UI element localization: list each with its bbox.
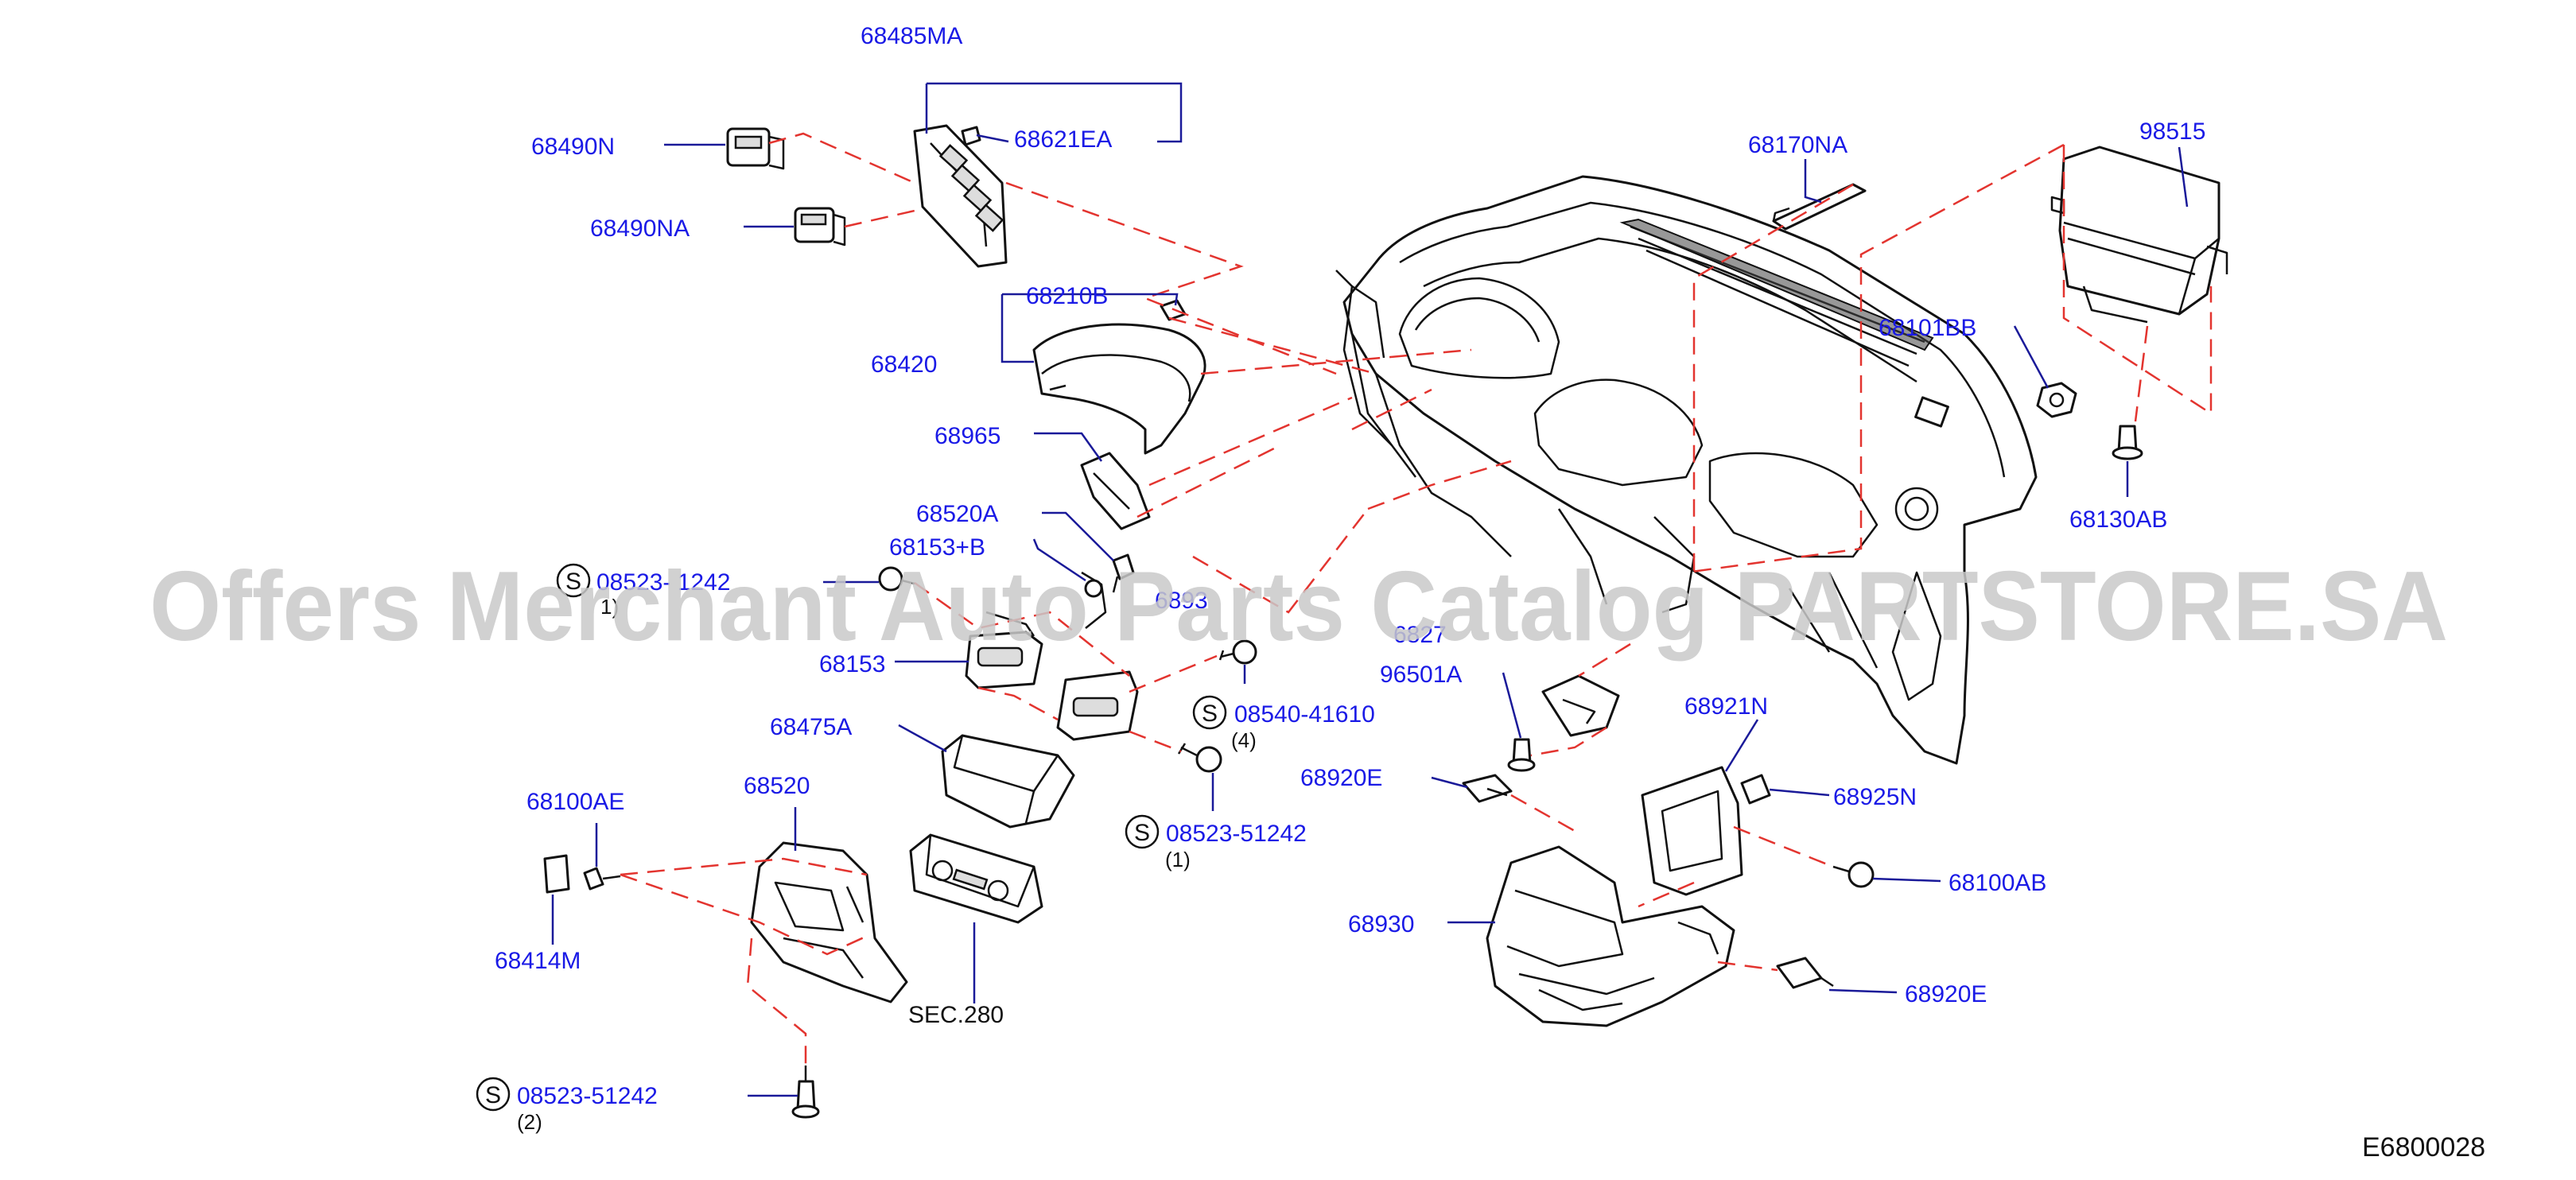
switch-bezel-drawing [913,124,1008,268]
part-label[interactable]: 68921N [1684,693,1768,720]
unit-98515-drawing [2050,146,2228,324]
part-label[interactable]: 68414M [495,948,581,974]
audio-unit-drawing [909,833,1043,924]
part-label[interactable]: 68621EA [1014,126,1112,153]
part-label[interactable]: 68100AB [1949,870,2046,896]
switch-68490NA-drawing [794,207,846,246]
svg-text:S: S [485,1082,501,1108]
part-label[interactable]: 96501A [1380,662,1462,688]
part-label[interactable]: 68475A [770,714,852,740]
part-label[interactable]: 68485MA [861,23,962,49]
quantity-note: 1) [600,595,619,619]
part-label[interactable]: 68920E [1300,765,1382,791]
center-cluster-drawing [750,841,908,1003]
part-label[interactable]: 68100AE [526,789,624,815]
lower-finisher-68930-drawing [1486,845,1735,1027]
diagram-code: E6800028 [2362,1132,2485,1163]
s-symbol: S [1192,695,1227,730]
part-label[interactable]: 68130AB [2069,507,2167,533]
fastener-68920E-a-drawing [1462,774,1513,803]
part-label[interactable]: 08540-41610 [1234,701,1375,728]
part-label[interactable]: 08523-51242 [1166,821,1307,847]
part-label[interactable]: 68420 [871,351,937,378]
screw-08523-1242-drawing [878,566,915,592]
part-label[interactable]: 68925N [1833,784,1917,810]
part-labels: 68485MA 68490N 68621EA 68490NA 68210B 68… [495,23,2205,1134]
screw-08540-drawing [1218,639,1257,665]
part-label[interactable]: 68170NA [1748,132,1847,158]
part-label[interactable]: 68210B [1026,283,1108,309]
svg-text:S: S [1202,701,1218,727]
part-label[interactable]: 68965 [934,423,1000,449]
bracket-68170NA-drawing [1772,183,1867,231]
quantity-note: (4) [1231,728,1257,752]
nut-68101BB-drawing [2036,382,2077,418]
screw-68130AB-drawing [2112,425,2143,460]
part-label[interactable]: 08523- 1242 [596,569,731,596]
part-label[interactable]: 6893 [1155,588,1208,614]
screw-96501A-drawing [1507,738,1536,772]
meter-hood-drawing [1032,323,1206,455]
screw-68100AB-drawing [1832,861,1875,888]
s-symbol: S [476,1077,511,1112]
watermark: Offers Merchant Auto Parts Catalog PARTS… [150,552,2448,662]
cover-68965-drawing [1080,452,1151,530]
bracket-68153-drawing [965,611,1043,689]
part-label[interactable]: 68153 [819,651,885,677]
clip-68925N-drawing [1740,774,1771,805]
part-label[interactable]: 68490N [531,134,615,160]
assembly-dashed-lines [620,132,2213,1065]
quantity-note: (2) [517,1110,542,1134]
pocket-68475A-drawing [941,734,1075,829]
bracket-6827x-drawing [1541,674,1620,737]
standard-part-symbols: S S S S [476,563,1227,1112]
fastener-68920E-b-drawing [1776,957,1834,989]
screw-68100AE-drawing [583,867,621,891]
part-label[interactable]: 08523-51242 [517,1083,658,1109]
part-label[interactable]: 68520A [916,501,998,527]
svg-text:S: S [1134,820,1150,846]
screw-08523-51242-b-drawing [1177,743,1222,773]
s-symbol: S [1125,814,1160,849]
screw-08523-51242-c-drawing [791,1065,820,1119]
clip-68621EA-drawing [961,126,981,146]
s-symbol: S [556,563,591,598]
plate-68414M-drawing [543,854,570,894]
part-label[interactable]: 68520 [744,773,810,799]
part-label[interactable]: 6827 [1393,622,1447,648]
part-label[interactable]: 68101BB [1879,315,1976,341]
panel-68921N-drawing [1641,766,1743,896]
switch-68490N-drawing [726,127,785,170]
part-label[interactable]: 68930 [1348,911,1414,937]
leader-lines [551,82,2189,1097]
part-label[interactable]: 68490NA [590,215,690,242]
part-label[interactable]: 68920E [1905,981,1987,1007]
part-label[interactable]: 98515 [2139,118,2205,145]
screw-68520A-drawing [1112,553,1135,593]
quantity-note: (1) [1165,848,1191,871]
dashboard-panel-drawing [1335,175,2038,765]
part-label[interactable]: 68153+B [889,534,985,561]
section-reference[interactable]: SEC.280 [908,1002,1004,1028]
svg-text:S: S [565,569,581,595]
